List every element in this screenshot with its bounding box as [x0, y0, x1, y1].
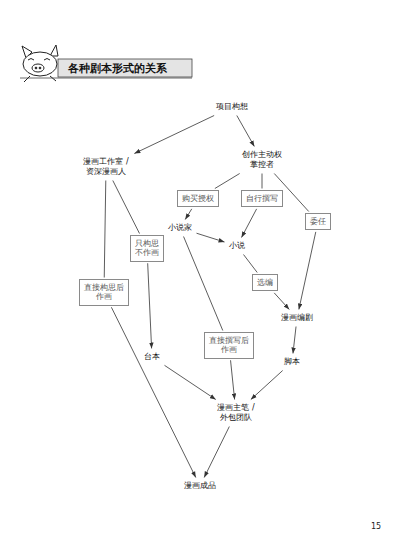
- connector: [148, 263, 152, 348]
- text-node: 台本: [142, 351, 162, 363]
- connector: [134, 116, 214, 154]
- text-node: 漫画工作室 / 资深漫画人: [78, 156, 134, 178]
- node-text: 直接构思后 作画: [84, 283, 124, 302]
- connector: [113, 181, 140, 234]
- connector: [231, 360, 235, 399]
- node-text: 项目构想: [216, 102, 248, 112]
- process-box: 只构思 不作画: [130, 235, 164, 262]
- pig-icon: [22, 45, 58, 82]
- connector: [293, 327, 296, 354]
- connector: [243, 255, 257, 273]
- title-bar: [58, 59, 192, 77]
- text-node: 小说家: [166, 222, 194, 234]
- node-text: 脚本: [284, 357, 300, 367]
- connector: [197, 233, 225, 242]
- text-node: 小说: [227, 240, 247, 252]
- process-box: 购买授权: [177, 190, 219, 207]
- node-text: 选编: [257, 278, 273, 287]
- connector: [299, 232, 316, 310]
- node-text: 漫画主笔 / 外包团队: [214, 403, 258, 423]
- process-box: 直接撰写后 作画: [204, 332, 254, 359]
- connector: [111, 307, 195, 477]
- process-box: 直接构思后 作画: [79, 279, 129, 306]
- node-text: 直接撰写后 作画: [209, 336, 249, 355]
- connector: [262, 174, 263, 189]
- node-text: 购买授权: [182, 194, 214, 203]
- process-box: 委任: [305, 213, 331, 230]
- node-text: 只构思 不作画: [135, 239, 159, 258]
- process-box: 选编: [252, 274, 278, 291]
- text-node: 漫画编剧: [279, 312, 315, 324]
- title-text: 各种剧本形式的关系: [68, 62, 167, 76]
- node-text: 漫画编剧: [281, 313, 313, 323]
- connector: [165, 365, 216, 399]
- process-box: 自行撰写: [241, 190, 283, 207]
- node-text: 小说家: [168, 223, 192, 233]
- text-node: 创作主动权 掌控者: [240, 149, 284, 171]
- node-text: 台本: [144, 352, 160, 362]
- text-node: 漫画成品: [182, 480, 218, 492]
- connector: [251, 371, 283, 400]
- connector: [241, 209, 256, 238]
- node-text: 漫画成品: [184, 481, 216, 491]
- connector: [184, 237, 223, 331]
- connector: [104, 181, 106, 278]
- text-node: 项目构想: [214, 101, 250, 113]
- page-number: 15: [371, 522, 381, 531]
- node-text: 自行撰写: [246, 194, 278, 203]
- node-text: 漫画工作室 / 资深漫画人: [80, 157, 132, 177]
- title-rule: [20, 78, 192, 79]
- connector: [204, 427, 229, 478]
- connector: [185, 209, 192, 220]
- connector: [215, 174, 240, 189]
- text-node: 脚本: [282, 356, 302, 368]
- connector: [274, 293, 289, 310]
- node-text: 委任: [310, 217, 326, 226]
- text-node: 漫画主笔 / 外包团队: [212, 402, 260, 424]
- node-text: 创作主动权 掌控者: [242, 150, 282, 170]
- connector: [237, 116, 255, 147]
- node-text: 小说: [229, 241, 245, 251]
